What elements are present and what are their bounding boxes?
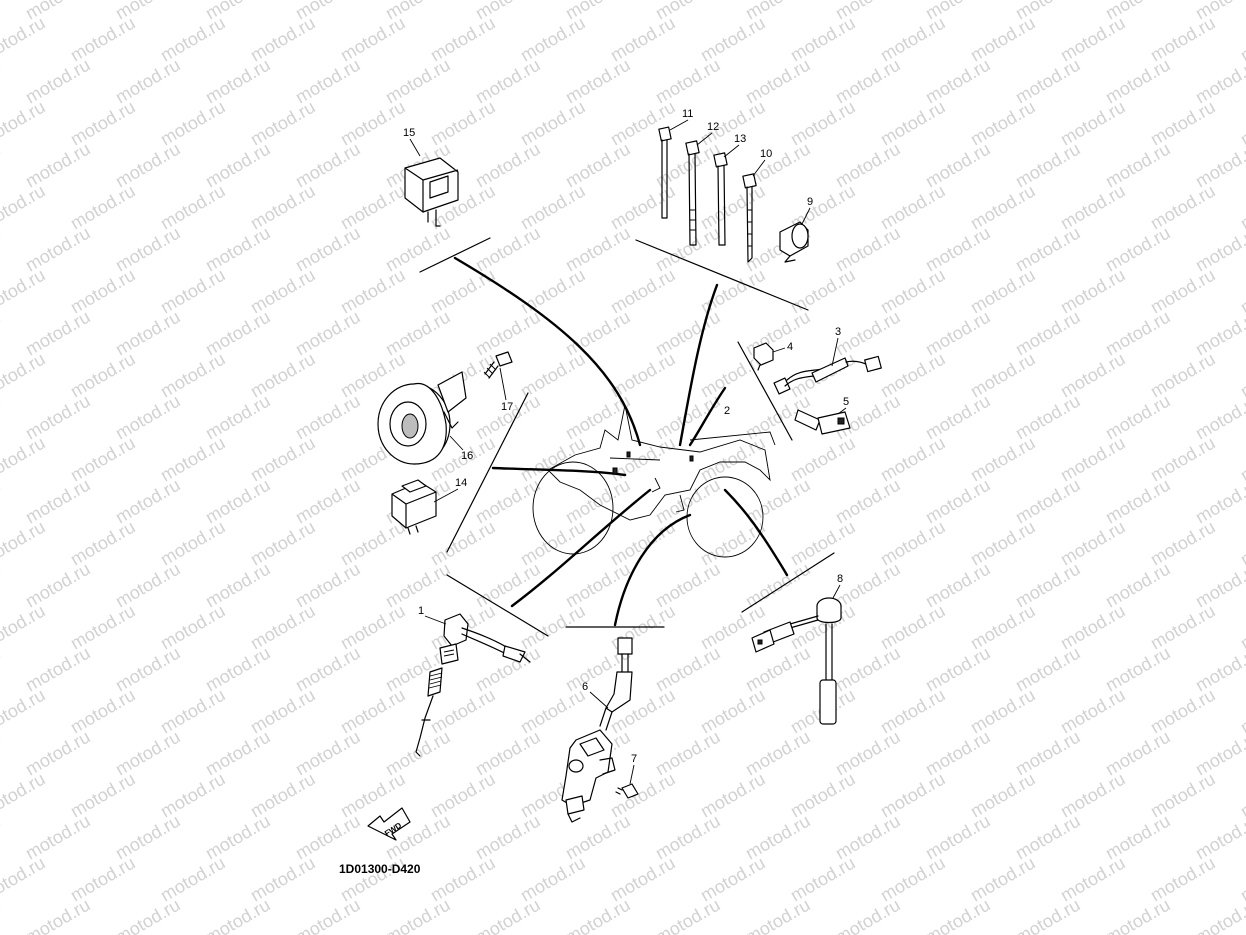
- part-15-relay: [404, 157, 459, 227]
- watermark-text: motod.ru: [1102, 895, 1174, 935]
- part-16-horn: [377, 371, 467, 465]
- callout-9: 9: [807, 196, 813, 208]
- callout-7: 7: [631, 753, 637, 765]
- callout-5: 5: [843, 396, 849, 408]
- watermark-text: motod.ru: [0, 433, 49, 486]
- watermark-text: motod.ru: [1237, 433, 1246, 486]
- callout-11: 11: [682, 108, 693, 120]
- part-8-fuel-sender: [751, 597, 842, 725]
- part-13-cable-tie: [713, 152, 728, 246]
- part-10-cable-tie: [742, 173, 757, 263]
- callout-4: 4: [787, 341, 793, 353]
- callout-10: 10: [760, 148, 772, 160]
- callout-12: 12: [707, 121, 719, 133]
- part-9-clamp: [779, 221, 809, 263]
- watermark-text: motod.ru: [22, 895, 94, 935]
- watermark-text: motod.ru: [0, 55, 4, 108]
- part-4-coupler: [753, 342, 774, 371]
- part-11-cable-tie: [658, 126, 672, 219]
- watermark-text: motod.ru: [0, 643, 4, 696]
- watermark-text: motod.ru: [0, 181, 49, 234]
- watermark-text: motod.ru: [1012, 895, 1084, 935]
- watermark-text: motod.ru: [922, 895, 994, 935]
- part-1-neutral-switch: [415, 613, 531, 757]
- watermark-text: motod.ru: [1192, 811, 1246, 864]
- watermark-text: motod.ru: [0, 475, 4, 528]
- watermark-text: motod.ru: [1237, 517, 1246, 570]
- watermark-text: motod.ru: [0, 895, 4, 935]
- watermark-text: motod.ru: [382, 895, 454, 935]
- watermark-text: motod.ru: [0, 307, 4, 360]
- watermark-text: motod.ru: [652, 895, 724, 935]
- motorcycle-outline: [532, 404, 776, 558]
- watermark-text: motod.ru: [0, 265, 49, 318]
- watermark-text: motod.ru: [472, 895, 544, 935]
- callout-13: 13: [734, 133, 746, 145]
- watermark-text: motod.ru: [1237, 349, 1246, 402]
- watermark-text: motod.ru: [1192, 475, 1246, 528]
- part-7-screw: [615, 783, 639, 799]
- part-14-relay: [391, 479, 437, 535]
- watermark-text: motod.ru: [0, 517, 49, 570]
- watermark-text: motod.ru: [1192, 727, 1246, 780]
- watermark-text: motod.ru: [1192, 559, 1246, 612]
- watermark-text: motod.ru: [0, 853, 49, 906]
- callout-1: 1: [418, 605, 424, 617]
- part-3-sub-wire-harness: [773, 355, 882, 395]
- watermark-text: motod.ru: [0, 0, 4, 23]
- watermark-text: motod.ru: [1192, 895, 1246, 935]
- callout-14: 14: [455, 477, 467, 489]
- watermark-text: motod.ru: [1237, 685, 1246, 738]
- diagram-code: 1D01300-D420: [339, 862, 421, 876]
- watermark-text: motod.ru: [0, 811, 4, 864]
- callout-8: 8: [837, 573, 843, 585]
- watermark-text: motod.ru: [1237, 853, 1246, 906]
- watermark-text: motod.ru: [1237, 181, 1246, 234]
- group-brackets: [419, 237, 835, 637]
- callout-6: 6: [582, 681, 588, 693]
- watermark-text: motod.ru: [0, 13, 49, 66]
- watermark-text: motod.ru: [202, 895, 274, 935]
- watermark-text: motod.ru: [292, 895, 364, 935]
- watermark-text: motod.ru: [0, 223, 4, 276]
- part-6-sensor-lead: [561, 637, 633, 823]
- watermark-text: motod.ru: [0, 139, 4, 192]
- watermark-text: motod.ru: [1192, 139, 1246, 192]
- watermark-text: motod.ru: [112, 895, 184, 935]
- watermark-text: motod.ru: [0, 391, 4, 444]
- watermark-text: motod.ru: [1237, 769, 1246, 822]
- watermark-text: motod.ru: [1192, 643, 1246, 696]
- watermark-text: motod.ru: [0, 349, 49, 402]
- watermark-text: motod.ru: [742, 895, 814, 935]
- watermark-text: motod.ru: [1237, 601, 1246, 654]
- callout-labels: 15 11 12 13 10 9 4 3 5 2 17 16 14 1 6 7 …: [403, 108, 849, 785]
- callout-3: 3: [835, 326, 841, 338]
- watermark-text: motod.ru: [0, 559, 4, 612]
- callout-15: 15: [403, 127, 415, 139]
- callout-17: 17: [501, 401, 513, 413]
- part-17-bolt: [483, 351, 513, 379]
- callout-2: 2: [724, 405, 730, 417]
- watermark-text: motod.ru: [0, 601, 49, 654]
- callout-16: 16: [461, 450, 473, 462]
- watermark-text: motod.ru: [0, 685, 49, 738]
- watermark-text: motod.ru: [1192, 391, 1246, 444]
- watermark-text: motod.ru: [1237, 97, 1246, 150]
- watermark-text: motod.ru: [0, 97, 49, 150]
- watermark-text: motod.ru: [1192, 223, 1246, 276]
- watermark-text: motod.ru: [1237, 265, 1246, 318]
- watermark-text: motod.ru: [562, 895, 634, 935]
- part-12-cable-tie: [685, 140, 700, 246]
- watermark-text: motod.ru: [0, 727, 4, 780]
- watermark-text: motod.ru: [1237, 13, 1246, 66]
- watermark-text: motod.ru: [0, 769, 49, 822]
- part-5-connector: [794, 409, 851, 435]
- watermark-text: motod.ru: [1192, 307, 1246, 360]
- watermark-text: motod.ru: [1192, 55, 1246, 108]
- watermark-text: motod.ru: [832, 895, 904, 935]
